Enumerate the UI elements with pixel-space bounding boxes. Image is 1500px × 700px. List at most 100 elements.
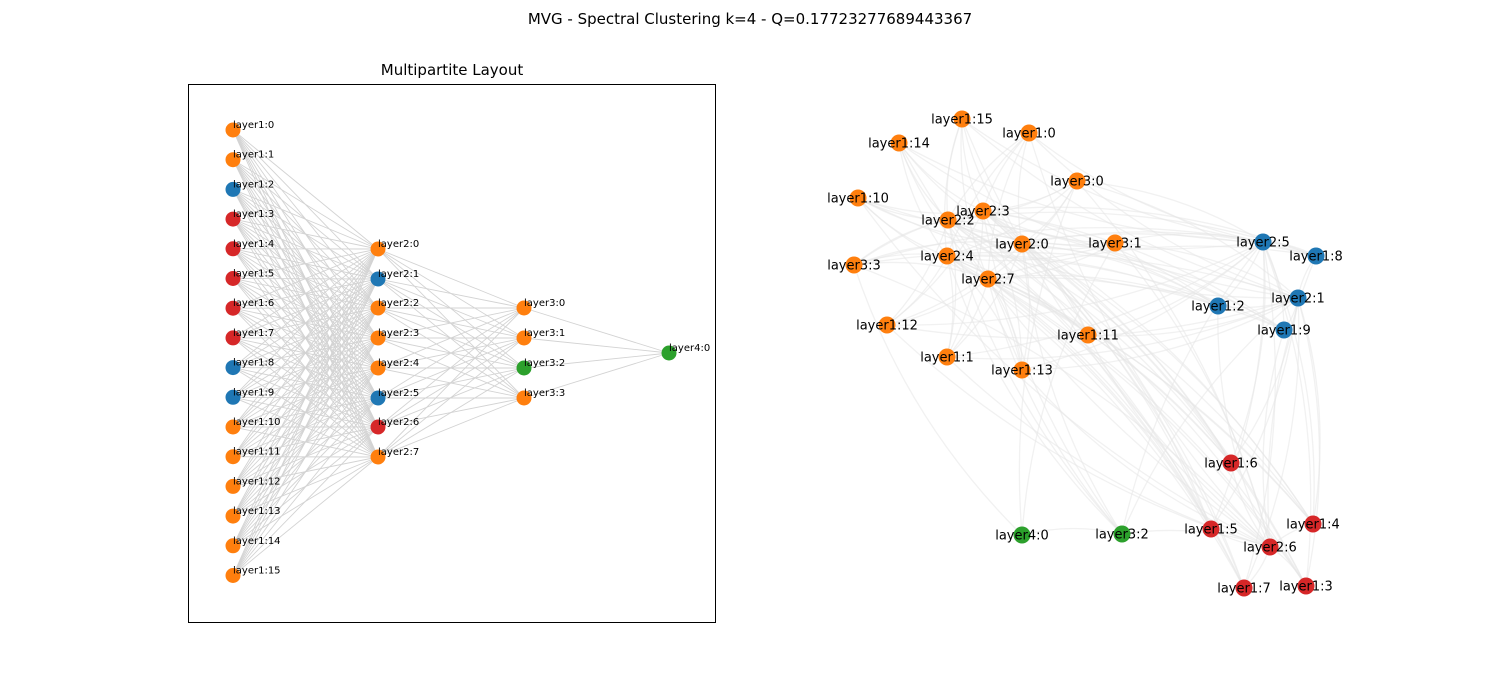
edge-layer1-13-layer2-0	[232, 248, 379, 517]
node-layer1-7	[1235, 579, 1253, 597]
edge-layer1-15-layer2-0	[961, 118, 1023, 245]
edge-layer1-4-layer2-3	[982, 210, 1314, 525]
node-label-layer4-0: layer4:0	[669, 343, 710, 354]
node-label-layer3-3: layer3:3	[524, 388, 565, 399]
node-layer1-13	[1013, 361, 1031, 379]
edge-layer1-10-layer2-1	[857, 197, 1299, 299]
edge-layer2-1-layer3-0	[1076, 180, 1299, 299]
edge-layer2-4-layer3-1	[946, 242, 1116, 262]
node-label-layer2-3: layer2:3	[956, 205, 1010, 220]
edge-layer1-14-layer2-5	[898, 142, 1264, 243]
node-layer1-6	[225, 300, 241, 316]
node-label-layer3-0: layer3:0	[524, 298, 565, 309]
edge-layer2-2-layer3-2	[947, 219, 1123, 535]
edge-layer1-14-layer2-6	[898, 142, 1271, 548]
node-label-layer2-3: layer2:3	[378, 328, 419, 339]
node-layer2-6	[370, 419, 386, 435]
edge-layer1-12-layer2-4	[886, 255, 948, 326]
node-label-layer2-6: layer2:6	[378, 417, 419, 428]
node-label-layer2-0: layer2:0	[378, 239, 419, 250]
edge-layer1-9-layer2-3	[982, 210, 1285, 331]
node-label-layer1-14: layer1:14	[233, 536, 281, 547]
node-layer2-1	[370, 271, 386, 287]
node-label-layer1-12: layer1:12	[233, 476, 281, 487]
edge-layer1-9-layer2-4	[946, 255, 1285, 331]
edge-layer2-5-layer3-0	[377, 307, 525, 399]
edge-layer3-1-layer4-0	[1021, 242, 1116, 536]
edge-layer2-6-layer3-1	[1114, 242, 1271, 548]
force-layout-nodes: layer1:0layer1:1layer1:2layer1:3layer1:4…	[827, 110, 1343, 597]
node-layer4-0	[661, 345, 677, 361]
node-layer1-14	[225, 538, 241, 554]
edge-layer2-1-layer3-0	[377, 278, 525, 309]
edge-layer1-11-layer2-7	[987, 278, 1089, 336]
edge-layer3-2-layer4-0	[1021, 527, 1123, 536]
edge-layer2-7-layer3-3	[377, 397, 525, 458]
edge-layer1-2-layer2-0	[232, 188, 379, 250]
node-label-layer3-1: layer3:1	[524, 328, 565, 339]
node-layer1-12	[878, 316, 896, 334]
node-label-layer1-10: layer1:10	[233, 417, 281, 428]
node-layer2-1	[1289, 289, 1307, 307]
node-label-layer1-10: layer1:10	[827, 192, 889, 207]
node-layer2-7	[979, 270, 997, 288]
node-label-layer1-11: layer1:11	[233, 447, 281, 458]
node-layer1-0	[225, 122, 241, 138]
node-label-layer2-7: layer2:7	[961, 273, 1015, 288]
edge-layer1-5-layer2-0	[232, 248, 379, 279]
edge-layer1-15-layer2-0	[232, 248, 379, 576]
node-label-layer1-7: layer1:7	[233, 328, 274, 339]
edge-layer1-10-layer2-2	[857, 197, 949, 221]
node-layer1-10	[849, 189, 867, 207]
node-label-layer2-6: layer2:6	[1243, 541, 1297, 556]
edge-layer3-1-layer4-0	[523, 337, 670, 354]
edge-layer1-15-layer2-7	[960, 118, 989, 280]
node-layer1-8	[1307, 247, 1325, 265]
edge-layer1-15-layer2-5	[232, 397, 379, 576]
node-layer2-6	[1261, 538, 1279, 556]
edge-layer2-4-layer3-0	[946, 180, 1078, 257]
edge-layer1-12-layer2-5	[886, 241, 1264, 326]
node-label-layer1-11: layer1:11	[1057, 329, 1119, 344]
node-label-layer1-6: layer1:6	[1204, 457, 1258, 472]
edge-layer3-0-layer4-0	[1018, 180, 1078, 536]
node-layer1-4	[225, 241, 241, 257]
node-layer3-0	[1068, 172, 1086, 190]
node-label-layer2-2: layer2:2	[378, 298, 419, 309]
edge-layer1-12-layer2-0	[232, 248, 379, 487]
node-label-layer1-2: layer1:2	[1191, 300, 1245, 315]
edge-layer2-1-layer3-1	[1114, 242, 1299, 299]
node-label-layer4-0: layer4:0	[995, 529, 1049, 544]
edge-layer1-15-layer2-4	[232, 367, 379, 576]
multipartite-panel-frame	[188, 84, 716, 623]
edge-layer3-3-layer4-0	[853, 264, 1023, 536]
node-label-layer3-2: layer3:2	[524, 358, 565, 369]
edge-layer2-0-layer3-0	[377, 248, 525, 309]
node-layer3-1	[1106, 234, 1124, 252]
node-label-layer1-4: layer1:4	[233, 239, 274, 250]
edge-layer1-12-layer2-0	[886, 243, 1023, 326]
edge-layer3-3-layer4-0	[523, 352, 670, 399]
node-layer2-5	[1254, 233, 1272, 251]
node-label-layer1-3: layer1:3	[1279, 580, 1333, 595]
node-label-layer1-12: layer1:12	[856, 319, 918, 334]
edge-layer1-6-layer2-6	[1230, 462, 1271, 548]
edge-layer1-8-layer2-0	[232, 248, 379, 368]
edge-layer1-15-layer2-4	[943, 118, 963, 257]
edge-layer1-14-layer2-7	[898, 142, 989, 280]
edge-layer1-15-layer2-7	[232, 456, 379, 576]
edge-layer1-0-layer2-0	[232, 129, 379, 250]
edge-layer1-12-layer2-2	[886, 219, 949, 326]
edge-layer1-15-layer2-3	[232, 337, 379, 576]
node-label-layer1-4: layer1:4	[1286, 518, 1340, 533]
edge-layer1-9-layer2-5	[1262, 241, 1285, 331]
edge-layer1-7-layer2-1	[1243, 297, 1300, 589]
node-layer1-12	[225, 478, 241, 494]
node-layer1-11	[1079, 326, 1097, 344]
edge-layer1-11-layer2-1	[1087, 297, 1299, 337]
node-label-layer1-1: layer1:1	[920, 351, 974, 366]
edge-layer1-0-layer2-6	[1028, 132, 1271, 548]
node-label-layer2-1: layer2:1	[1271, 292, 1325, 307]
edge-layer2-1-layer3-3	[853, 251, 1299, 299]
